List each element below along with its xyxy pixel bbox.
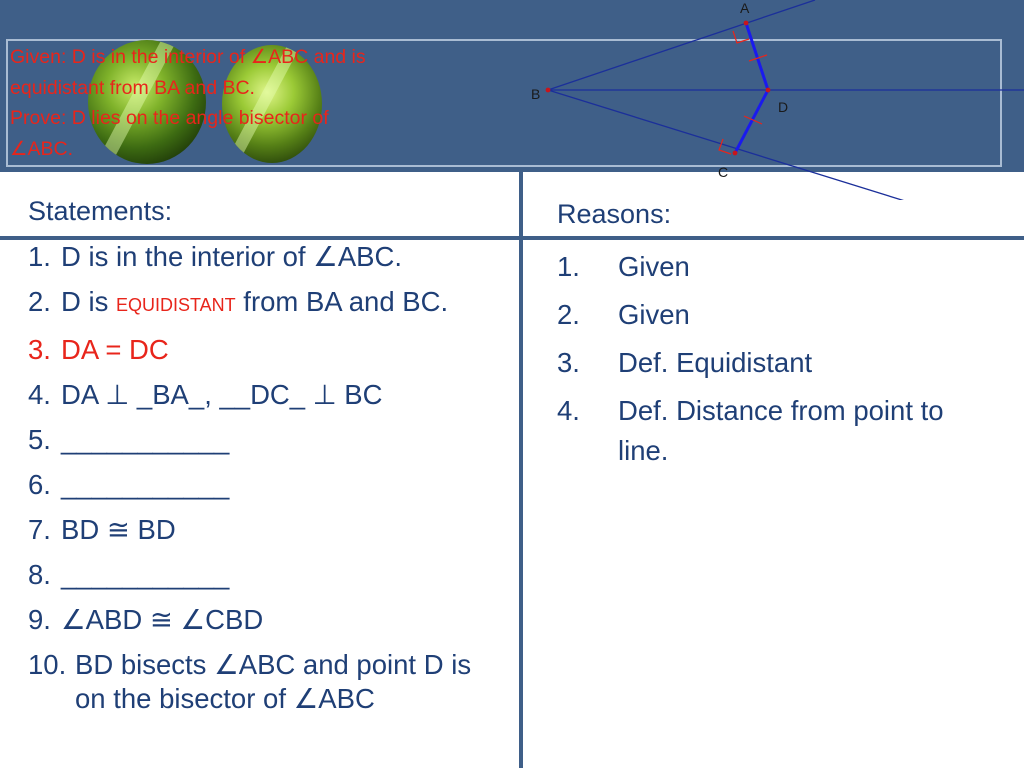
right-angle-mark-c bbox=[718, 138, 732, 155]
label-d: D bbox=[778, 99, 788, 115]
statement-item: 1. D is in the interior of ∠ABC. bbox=[28, 241, 403, 272]
statement-item: 3. DA = DC bbox=[28, 334, 169, 365]
equidistant-highlight: EQUIDISTANT bbox=[116, 295, 236, 315]
header-frame bbox=[6, 39, 1002, 167]
reasons-title: Reasons: bbox=[557, 199, 672, 229]
point-c bbox=[732, 150, 738, 156]
label-a: A bbox=[740, 0, 750, 16]
label-c: C bbox=[718, 164, 728, 180]
column-divider bbox=[519, 172, 523, 768]
leaf-photo-left bbox=[88, 40, 206, 164]
ray-ba bbox=[547, 0, 816, 91]
prove-line-1: Prove: D lies on the angle bisector of bbox=[10, 107, 329, 129]
given-prove-text: Given: D is in the interior of ∠ABC and … bbox=[10, 42, 500, 164]
reason-item: 1. Given bbox=[557, 251, 690, 282]
reasons-list: 1. Given 2. Given 3. Def. Equidistant 4.… bbox=[557, 247, 997, 479]
angle-diagram: A B C D bbox=[531, 0, 1024, 200]
reason-item: 3. Def. Equidistant bbox=[557, 347, 813, 378]
right-angle-mark-a bbox=[732, 30, 750, 44]
leaf-photo-right bbox=[222, 45, 322, 163]
given-line-2: equidistant from BA and BC. bbox=[10, 76, 255, 99]
statement-item: 6. ___________ bbox=[28, 469, 230, 500]
prove-line-2: ∠ABC. bbox=[10, 137, 73, 160]
point-b bbox=[545, 87, 551, 93]
given-line-1: Given: D is in the interior of ∠ABC and … bbox=[10, 46, 366, 68]
statements-list: 1. D is in the interior of ∠ABC. 2. D is… bbox=[28, 240, 508, 727]
reason-item: 2. Given bbox=[557, 299, 690, 330]
statement-item: 4. DA ⊥ _BA_, __DC_ ⊥ BC bbox=[28, 379, 383, 410]
header-divider bbox=[0, 236, 1024, 240]
point-a bbox=[743, 20, 749, 26]
point-d bbox=[765, 87, 771, 93]
segment-da bbox=[744, 22, 770, 91]
ray-bc bbox=[547, 89, 904, 200]
label-b: B bbox=[531, 86, 540, 102]
statement-item: 7. BD ≅ BD bbox=[28, 514, 176, 545]
tick-mark-da bbox=[748, 54, 768, 62]
statement-item: 2. D is EQUIDISTANT from BA and BC. bbox=[28, 286, 449, 317]
statement-item: 5. ___________ bbox=[28, 424, 230, 455]
segment-dc bbox=[733, 89, 770, 154]
tick-mark-dc bbox=[743, 115, 763, 125]
statement-item: 8. ___________ bbox=[28, 559, 230, 590]
statement-item: 9. ∠ABD ≅ ∠CBD bbox=[28, 604, 264, 635]
reason-item: 4. Def. Distance from point to line. bbox=[557, 395, 944, 466]
statement-item: 10. BD bisects ∠ABC and point D is on th… bbox=[28, 649, 472, 714]
statements-title: Statements: bbox=[28, 196, 173, 226]
